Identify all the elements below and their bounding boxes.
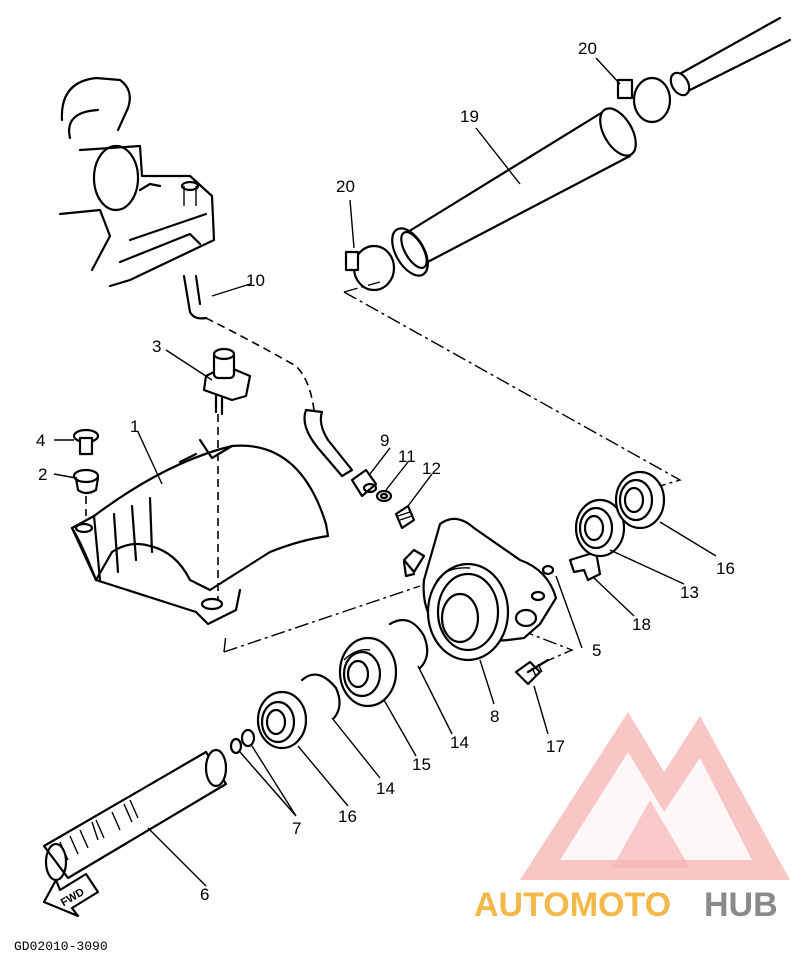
label-part-3: 3 <box>152 337 161 356</box>
label-part-5: 5 <box>592 641 601 660</box>
part-16-seal-upper <box>614 470 666 530</box>
part-14-circlip-lower <box>300 673 341 720</box>
centerline-main <box>343 291 682 487</box>
centerline-cover-2 <box>223 585 421 653</box>
part-5-pin <box>541 564 555 576</box>
part-14-circlip-upper <box>388 618 429 670</box>
label-part-16-upper: 16 <box>716 559 735 578</box>
label-part-10: 10 <box>246 271 265 290</box>
part-16-seal-lower <box>256 690 308 750</box>
part-labels: 1 2 3 4 5 6 7 8 9 10 11 12 13 14 14 15 1… <box>36 39 735 904</box>
part-4-bolt <box>72 428 100 456</box>
part-8-housing <box>402 517 558 662</box>
part-20-clamp-lower <box>344 244 396 292</box>
part-1-cover <box>70 438 330 626</box>
label-part-8: 8 <box>490 707 499 726</box>
part-20-clamp-upper <box>616 76 672 124</box>
part-13-seal <box>574 498 626 558</box>
watermark-text-automoto: AUTOMOTO <box>474 886 671 924</box>
leader-lines <box>53 57 717 887</box>
label-part-7: 7 <box>292 819 301 838</box>
label-part-13: 13 <box>680 583 699 602</box>
label-part-9: 9 <box>380 431 389 450</box>
label-part-14-lower: 14 <box>376 779 395 798</box>
watermark-logo: AUTOMOTO HUB <box>474 712 790 924</box>
label-part-6: 6 <box>200 885 209 904</box>
label-part-4: 4 <box>36 431 45 450</box>
hose-extension <box>669 16 792 97</box>
centerline-cover-1 <box>223 633 227 653</box>
part-15-bearing <box>338 636 398 708</box>
part-19-tube <box>391 107 637 277</box>
part-2-grommet <box>72 468 100 495</box>
label-part-2: 2 <box>38 465 47 484</box>
part-6-drive-shaft <box>42 748 228 882</box>
watermark-text-hub: HUB <box>704 886 778 924</box>
label-part-20-lower: 20 <box>336 177 355 196</box>
label-part-14-upper: 14 <box>450 733 469 752</box>
part-11-washer <box>375 489 393 503</box>
engine-fragment <box>58 76 216 288</box>
label-part-17: 17 <box>546 737 565 756</box>
label-part-12: 12 <box>422 459 441 478</box>
drawing-code: GD02010-3090 <box>14 939 108 954</box>
part-7-o-rings <box>229 728 256 755</box>
label-part-20-upper: 20 <box>578 39 597 58</box>
fwd-arrow-marker: FWD <box>42 872 100 918</box>
label-part-19: 19 <box>460 107 479 126</box>
label-part-16-lower: 16 <box>338 807 357 826</box>
hose-10-path <box>205 317 315 411</box>
part-17-bolt <box>514 658 550 686</box>
label-part-1: 1 <box>130 417 139 436</box>
part-12-bolt <box>394 504 416 530</box>
label-part-18: 18 <box>632 615 651 634</box>
label-part-11: 11 <box>398 447 416 466</box>
hose-10-upper <box>182 274 208 320</box>
hose-10-lower <box>303 408 354 478</box>
part-9-fitting <box>350 468 378 498</box>
part-3-sensor <box>202 347 252 416</box>
label-part-15: 15 <box>412 755 431 774</box>
